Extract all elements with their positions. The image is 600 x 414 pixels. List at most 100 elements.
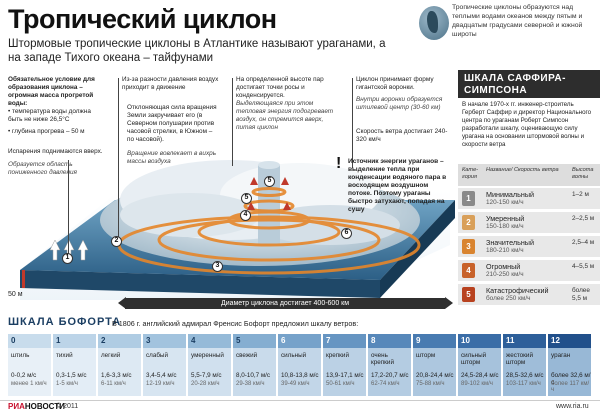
saffir-speed: 210-250 км/ч — [486, 271, 524, 278]
beaufort-number: 2 — [98, 334, 141, 348]
beaufort-number: 1 — [53, 334, 96, 348]
saffir-category: 1 — [462, 191, 475, 206]
beaufort-kmh: 103-117 км/ч — [506, 381, 541, 387]
beaufort-name: шторм — [416, 352, 436, 359]
beaufort-ms: 10,8-13,8 м/с — [281, 372, 319, 379]
beaufort-name: очень крепкий — [371, 352, 394, 366]
cyclone-illustration — [0, 70, 458, 305]
callout-line-3 — [232, 78, 233, 166]
saffir-category: 4 — [462, 263, 475, 278]
marker-6: 6 — [341, 228, 352, 239]
saffir-header-wave: Высота волны — [572, 167, 594, 180]
beaufort-name: тихий — [56, 352, 73, 359]
beaufort-kmh: 1-5 км/ч — [56, 381, 78, 387]
saffir-speed: более 250 км/ч — [486, 295, 531, 302]
beaufort-kmh: 6-11 км/ч — [101, 381, 126, 387]
page-subtitle: Штормовые тропические циклоны в Атлантик… — [8, 38, 386, 64]
calm-center-text: Внутри воронки образуется штилевой центр… — [356, 96, 443, 111]
pressure-text: Из-за разности давления воздух приходит … — [122, 76, 219, 91]
beaufort-number: 4 — [188, 334, 231, 348]
beaufort-name: жестокий шторм — [506, 352, 533, 366]
beaufort-name: сильный — [281, 352, 307, 359]
footer — [0, 400, 600, 414]
condition-title: Обязательное условие для образования цик… — [8, 76, 95, 107]
exclamation-icon: ! — [336, 155, 342, 172]
beaufort-number: 0 — [8, 334, 51, 348]
marker-2: 2 — [111, 236, 122, 247]
beaufort-ms: 17,2-20,7 м/с — [371, 372, 409, 379]
beaufort-number: 3 — [143, 334, 186, 348]
saffir-name: Огромный — [486, 262, 521, 271]
beaufort-number: 5 — [233, 334, 276, 348]
beaufort-ms: 28,5-32,6 м/с — [506, 372, 544, 379]
site-link[interactable]: www.ria.ru — [556, 403, 589, 410]
beaufort-number: 8 — [368, 334, 411, 348]
callout-line-1 — [68, 160, 69, 260]
beaufort-ms: 5,5-7,9 м/с — [191, 372, 222, 379]
saffir-wave: более 5,5 м — [572, 287, 590, 302]
beaufort-ms: 20,8-24,4 м/с — [416, 372, 454, 379]
saffir-wave: 4–5,5 м — [572, 263, 595, 270]
beaufort-ms: 8,0-10,7 м/с — [236, 372, 271, 379]
beaufort-kmh: 50-61 км/ч — [326, 381, 355, 387]
beaufort-ms: более 32,6 м/с — [551, 372, 591, 386]
energy-source-text: Источник энергии ураганов – выделение те… — [348, 158, 447, 213]
beaufort-description: В 1806 г. английский адмирал Френсис Боф… — [112, 319, 359, 328]
beaufort-number: 9 — [413, 334, 456, 348]
callout-line-4 — [352, 78, 353, 168]
beaufort-name: штиль — [11, 352, 30, 359]
beaufort-kmh: 89-102 км/ч — [461, 381, 493, 387]
beaufort-kmh: 12-19 км/ч — [146, 381, 175, 387]
wind-speed-text: Скорость ветра достигает 240-320 км/ч — [356, 128, 448, 143]
depth-label: 50 м — [8, 291, 23, 298]
diameter-bar: Диаметр циклона достигает 400-600 км — [125, 298, 445, 309]
page-title: Тропический циклон — [8, 4, 277, 34]
marker-3: 3 — [212, 261, 223, 272]
funnel-text: Циклон принимает форму гигантской воронк… — [356, 76, 434, 91]
beaufort-column: 9 шторм 20,8-24,4 м/с 75-88 км/ч — [413, 334, 456, 396]
marker-5a: 5 — [241, 193, 252, 204]
saffir-category: 5 — [462, 287, 475, 302]
globe-icon — [419, 6, 449, 40]
beaufort-title: ШКАЛА БОФОРТА — [8, 316, 122, 328]
beaufort-kmh: менее 1 км/ч — [11, 381, 47, 387]
arrow-left-icon — [118, 297, 126, 309]
beaufort-name: ураган — [551, 352, 571, 359]
beaufort-column: 0 штиль 0-0,2 м/с менее 1 км/ч — [8, 334, 51, 396]
saffir-wave: 2,5–4 м — [572, 239, 595, 246]
saffir-wave: 2–2,5 м — [572, 215, 595, 222]
saffir-header-row: Кате-гория Название/ Скорость ветра Высо… — [458, 164, 600, 186]
beaufort-ms: 1,6-3,3 м/с — [101, 372, 132, 379]
evaporation-text: Испарения поднимаются вверх. — [8, 148, 103, 155]
saffir-name: Катастрофический — [486, 286, 549, 295]
vortex-text: Вращение вовлекает в вихрь массы воздуха — [127, 150, 217, 165]
marker-4: 4 — [240, 210, 251, 221]
beaufort-kmh: 20-28 км/ч — [191, 381, 220, 387]
saffir-name: Минимальный — [486, 190, 535, 199]
beaufort-number: 6 — [278, 334, 321, 348]
beaufort-ms: 0-0,2 м/с — [11, 372, 37, 379]
marker-1: 1 — [62, 253, 73, 264]
globe-caption: Тропические циклоны образуются над теплы… — [452, 4, 583, 38]
saffir-description: В начале 1970-х гг. инженер-строитель Ге… — [462, 101, 592, 148]
saffir-name: Умеренный — [486, 214, 525, 223]
saffir-header-name: Название/ Скорость ветра — [486, 167, 559, 173]
logo-part-a: РИА — [8, 402, 25, 411]
beaufort-name: сильный шторм — [461, 352, 487, 366]
marker-5b: 5 — [264, 176, 275, 187]
beaufort-name: слабый — [146, 352, 168, 359]
beaufort-ms: 0,3-1,5 м/с — [56, 372, 87, 379]
beaufort-number: 10 — [458, 334, 501, 348]
beaufort-number: 11 — [503, 334, 546, 348]
beaufort-name: свежий — [236, 352, 258, 359]
beaufort-kmh: 39-49 км/ч — [281, 381, 310, 387]
beaufort-kmh: 75-88 км/ч — [416, 381, 445, 387]
